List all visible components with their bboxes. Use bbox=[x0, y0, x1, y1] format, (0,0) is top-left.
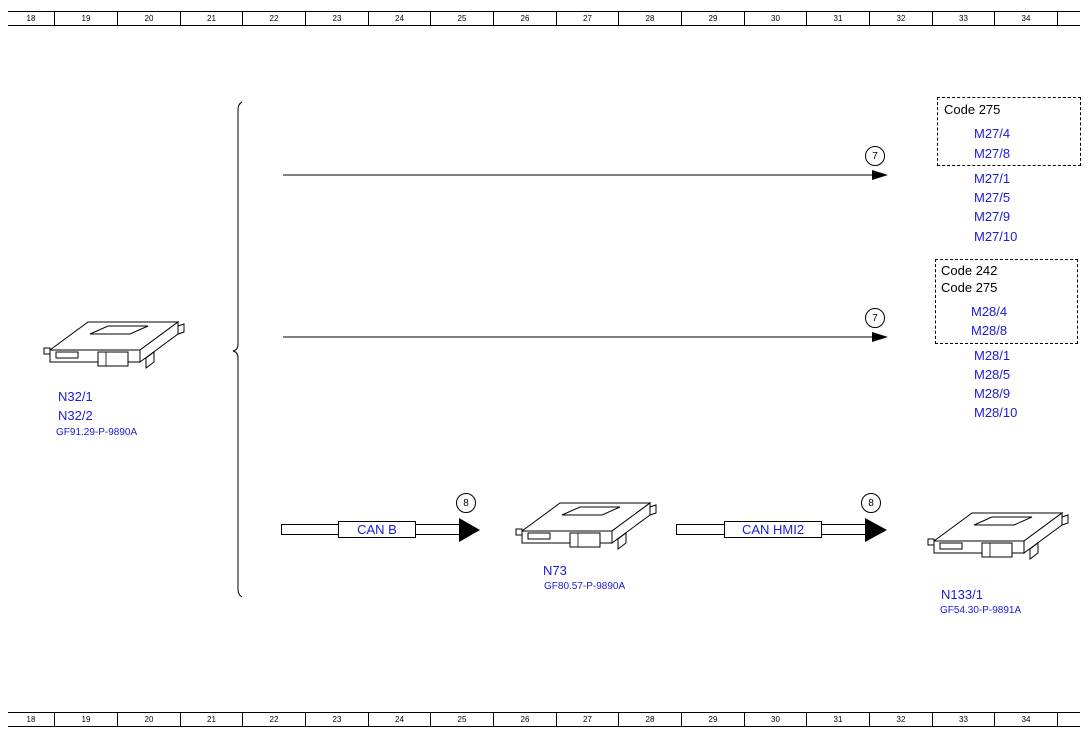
ruler-end bbox=[1057, 713, 1058, 726]
boxed-item: M28/4 bbox=[971, 304, 1008, 319]
ruler-cell: 30 bbox=[744, 713, 806, 726]
item-label: M27/1 bbox=[974, 171, 1011, 186]
ruler-cell: 21 bbox=[180, 12, 242, 25]
connection-badge: 8 bbox=[456, 493, 476, 513]
ruler-cell: 24 bbox=[368, 713, 430, 726]
ruler-cell: 19 bbox=[54, 713, 117, 726]
component-label-n32-1: N32/1 bbox=[58, 389, 93, 404]
item-label: M28/1 bbox=[974, 348, 1011, 363]
ruler-cell: 23 bbox=[305, 713, 368, 726]
module-n32-drawing bbox=[43, 321, 185, 369]
arrow-head-2 bbox=[872, 332, 888, 342]
ruler-cell: 32 bbox=[869, 713, 932, 726]
ruler-cell: 18 bbox=[26, 14, 36, 23]
code-label: Code 275 bbox=[944, 102, 1001, 117]
ruler-cell: 29 bbox=[681, 12, 744, 25]
can-hmi2-arrow-head bbox=[865, 518, 887, 542]
boxed-item: M27/8 bbox=[974, 146, 1011, 161]
bracket bbox=[232, 101, 243, 598]
can-b-arrow-head bbox=[459, 518, 480, 542]
ruler-cell: 31 bbox=[806, 12, 869, 25]
reference-n32[interactable]: GF91.29-P-9890A bbox=[56, 427, 138, 438]
reference-n73[interactable]: GF80.57-P-9890A bbox=[544, 581, 626, 592]
ruler-cell: 28 bbox=[618, 713, 681, 726]
ruler-cell: 23 bbox=[305, 12, 368, 25]
reference-n133[interactable]: GF54.30-P-9891A bbox=[940, 605, 1022, 616]
item-label: M27/5 bbox=[974, 190, 1011, 205]
component-label-n133: N133/1 bbox=[941, 587, 983, 602]
ruler-cell: 18 bbox=[26, 715, 36, 724]
ruler-cell: 26 bbox=[493, 713, 556, 726]
ruler-cell: 20 bbox=[117, 713, 180, 726]
item-label: M28/5 bbox=[974, 367, 1011, 382]
item-label: M27/10 bbox=[974, 229, 1018, 244]
code-label: Code 242 bbox=[941, 263, 998, 278]
ruler-cell: 31 bbox=[806, 713, 869, 726]
bottom-ruler: 18 19 20 21 22 23 24 25 26 27 28 29 30 3… bbox=[8, 712, 1080, 727]
ruler-cell: 21 bbox=[180, 713, 242, 726]
component-label-n32-2: N32/2 bbox=[58, 408, 93, 423]
ruler-cell: 22 bbox=[242, 12, 305, 25]
ruler-cell: 22 bbox=[242, 713, 305, 726]
ruler-cell: 34 bbox=[994, 713, 1057, 726]
ruler-cell: 29 bbox=[681, 713, 744, 726]
connection-badge: 8 bbox=[861, 493, 881, 513]
ruler-cell: 27 bbox=[556, 713, 618, 726]
module-n133-drawing bbox=[927, 512, 1069, 560]
code-box-2 bbox=[935, 259, 1078, 344]
ruler-cell: 19 bbox=[54, 12, 117, 25]
module-n73-drawing bbox=[515, 502, 657, 550]
code-label: Code 275 bbox=[941, 280, 998, 295]
ruler-cell: 34 bbox=[994, 12, 1057, 25]
ruler-end bbox=[1057, 12, 1058, 25]
code-box-1 bbox=[937, 97, 1081, 166]
ruler-cell: 20 bbox=[117, 12, 180, 25]
item-label: M28/10 bbox=[974, 405, 1018, 420]
ruler-cell: 25 bbox=[430, 12, 493, 25]
ruler-cell: 33 bbox=[932, 12, 994, 25]
arrow-head-1 bbox=[872, 170, 888, 180]
boxed-item: M28/8 bbox=[971, 323, 1008, 338]
connection-badge: 7 bbox=[865, 308, 885, 328]
ruler-cell: 24 bbox=[368, 12, 430, 25]
component-label-n73: N73 bbox=[543, 563, 567, 578]
top-ruler: 18 19 20 21 22 23 24 25 26 27 28 29 30 3… bbox=[8, 11, 1080, 26]
ruler-cell: 27 bbox=[556, 12, 618, 25]
item-label: M27/9 bbox=[974, 209, 1011, 224]
boxed-item: M27/4 bbox=[974, 126, 1011, 141]
can-b-label: CAN B bbox=[338, 521, 416, 538]
connection-badge: 7 bbox=[865, 146, 885, 166]
ruler-cell: 33 bbox=[932, 713, 994, 726]
ruler-cell: 26 bbox=[493, 12, 556, 25]
item-label: M28/9 bbox=[974, 386, 1011, 401]
ruler-cell: 30 bbox=[744, 12, 806, 25]
can-hmi2-label: CAN HMI2 bbox=[724, 521, 822, 538]
ruler-cell: 28 bbox=[618, 12, 681, 25]
ruler-cell: 32 bbox=[869, 12, 932, 25]
ruler-cell: 25 bbox=[430, 713, 493, 726]
